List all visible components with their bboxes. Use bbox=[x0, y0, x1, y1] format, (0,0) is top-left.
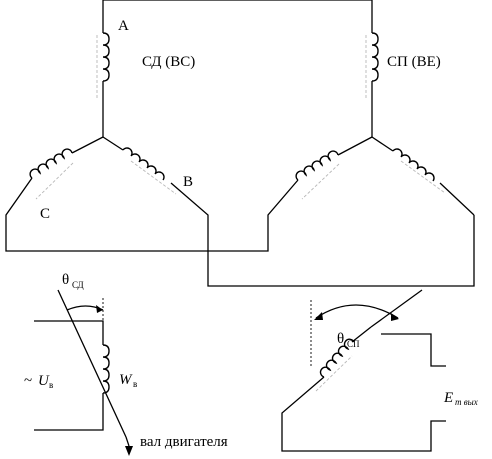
theta-sd-subscript: СД bbox=[72, 280, 84, 290]
voltage-tilde: ~ bbox=[24, 373, 32, 389]
phase-a-coil-icon bbox=[102, 32, 110, 82]
phase-a-label: A bbox=[118, 18, 129, 34]
voltage-subscript: в bbox=[49, 380, 53, 390]
transmitter-rotor bbox=[34, 289, 133, 456]
emf-symbol: E bbox=[443, 390, 453, 406]
winding-subscript: в bbox=[133, 379, 137, 389]
phase-c-coil-icon bbox=[29, 148, 73, 179]
excitation-coil-icon bbox=[102, 344, 110, 394]
receiver-label: СП (ВЕ) bbox=[387, 54, 441, 70]
shaft-arrow-icon bbox=[125, 446, 133, 456]
receiver-phase-b-coil-icon bbox=[392, 148, 435, 182]
receiver-stator bbox=[208, 32, 475, 252]
voltage-symbol: U bbox=[38, 373, 50, 389]
winding-symbol: W bbox=[119, 372, 133, 388]
receiver-phase-a-coil-icon bbox=[371, 32, 379, 82]
theta-sd-symbol: θ bbox=[62, 272, 69, 288]
theta-sp-subscript: СП bbox=[347, 339, 360, 349]
phase-c-label: C bbox=[40, 206, 50, 222]
receiver-phase-c-coil-icon bbox=[295, 150, 339, 181]
shaft-label: вал двигателя bbox=[140, 434, 228, 450]
emf-subscript: m вых bbox=[455, 397, 478, 407]
receiver-rotor bbox=[281, 289, 446, 452]
connection-wire-a bbox=[103, 0, 373, 33]
phase-b-coil-icon bbox=[122, 147, 165, 181]
output-coil-icon bbox=[319, 338, 355, 378]
transmitter-label: СД (ВС) bbox=[142, 54, 195, 70]
theta-sp-symbol: θ bbox=[337, 331, 344, 347]
phase-b-label: B bbox=[183, 174, 193, 190]
transmitter-stator bbox=[5, 0, 475, 287]
